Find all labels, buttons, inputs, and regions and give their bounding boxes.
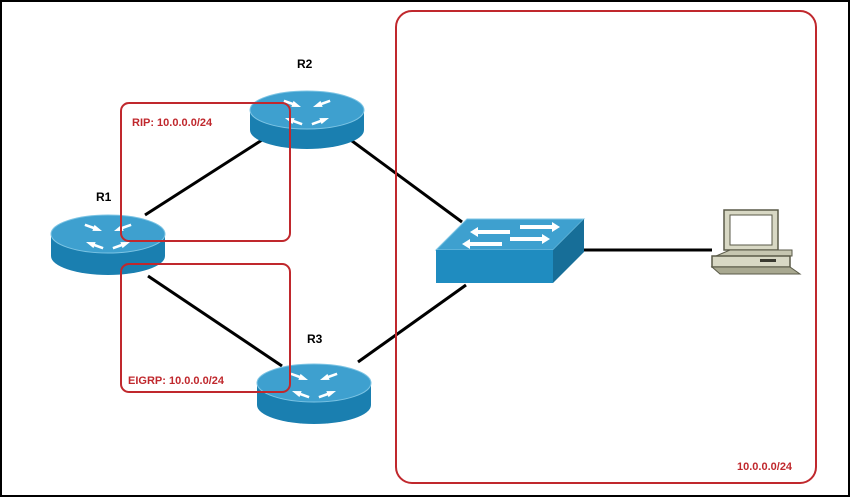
router-icon (256, 363, 372, 424)
link-r3-switch (357, 283, 467, 364)
eigrp-annotation: EIGRP: 10.0.0.0/24 (128, 375, 225, 387)
rip-region (120, 102, 291, 242)
link-r1-r2 (144, 138, 263, 217)
workstation (710, 209, 802, 275)
router-r1 (50, 214, 166, 275)
links (144, 136, 712, 368)
router-r3 (256, 363, 372, 424)
switch (434, 218, 586, 283)
workstation-icon (710, 209, 802, 275)
router-r2 (249, 90, 365, 149)
router-label-r2: R2 (297, 57, 313, 71)
router-icon (50, 214, 166, 275)
router-label-r3: R3 (307, 332, 323, 346)
link-r2-switch (347, 136, 463, 224)
rip-annotation: RIP: 10.0.0.0/24 (132, 117, 213, 129)
router-icon (249, 90, 365, 149)
link-r1-r3 (147, 274, 283, 368)
switch-icon (434, 218, 586, 283)
lan-annotation: 10.0.0.0/24 (737, 461, 793, 473)
eigrp-region (120, 263, 291, 393)
lan-region (395, 10, 817, 484)
router-label-r1: R1 (96, 190, 112, 204)
